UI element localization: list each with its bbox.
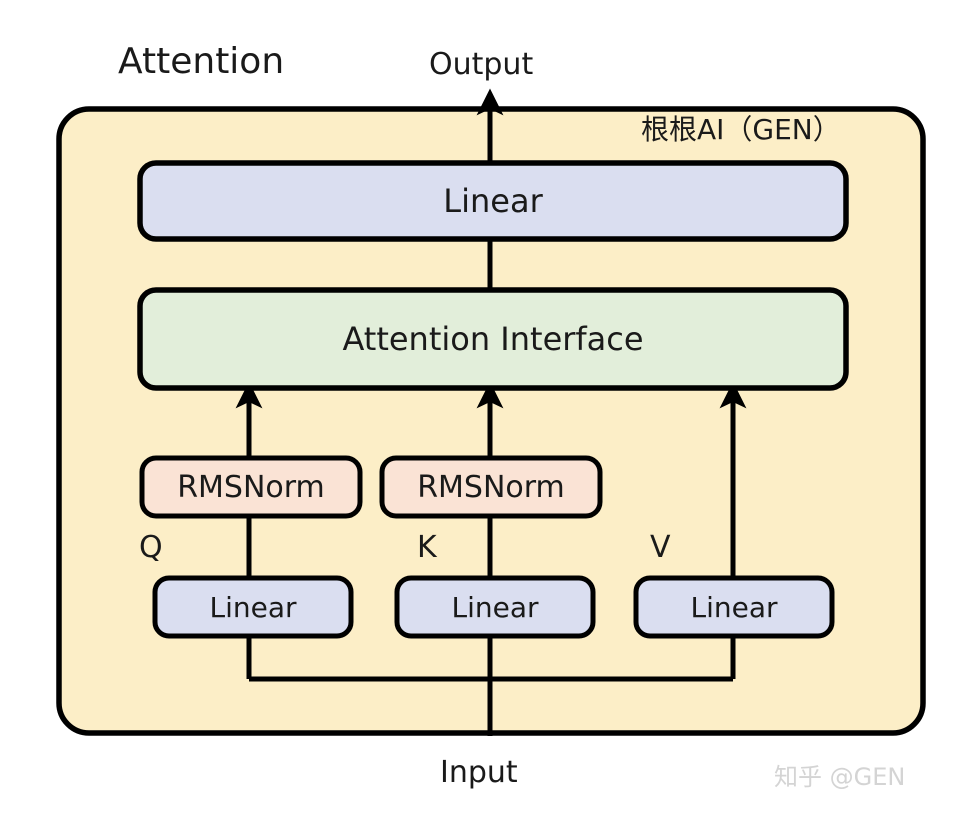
node-linear-k-box: [394, 575, 596, 639]
node-linear-q-box: [152, 575, 354, 639]
node-attention-interface-label: Attention Interface: [342, 320, 644, 358]
node-linear-q-label: Linear: [209, 590, 297, 624]
node-attention-interface-box: [137, 287, 849, 391]
node-rmsnorm-k-label: RMSNorm: [417, 469, 565, 505]
node-linear-v-label: Linear: [690, 590, 778, 624]
node-linear-top-box: [137, 160, 849, 242]
node-linear-top-label: Linear: [443, 182, 543, 220]
node-linear-k-label: Linear: [451, 590, 539, 624]
node-rmsnorm-q-label: RMSNorm: [177, 469, 325, 505]
